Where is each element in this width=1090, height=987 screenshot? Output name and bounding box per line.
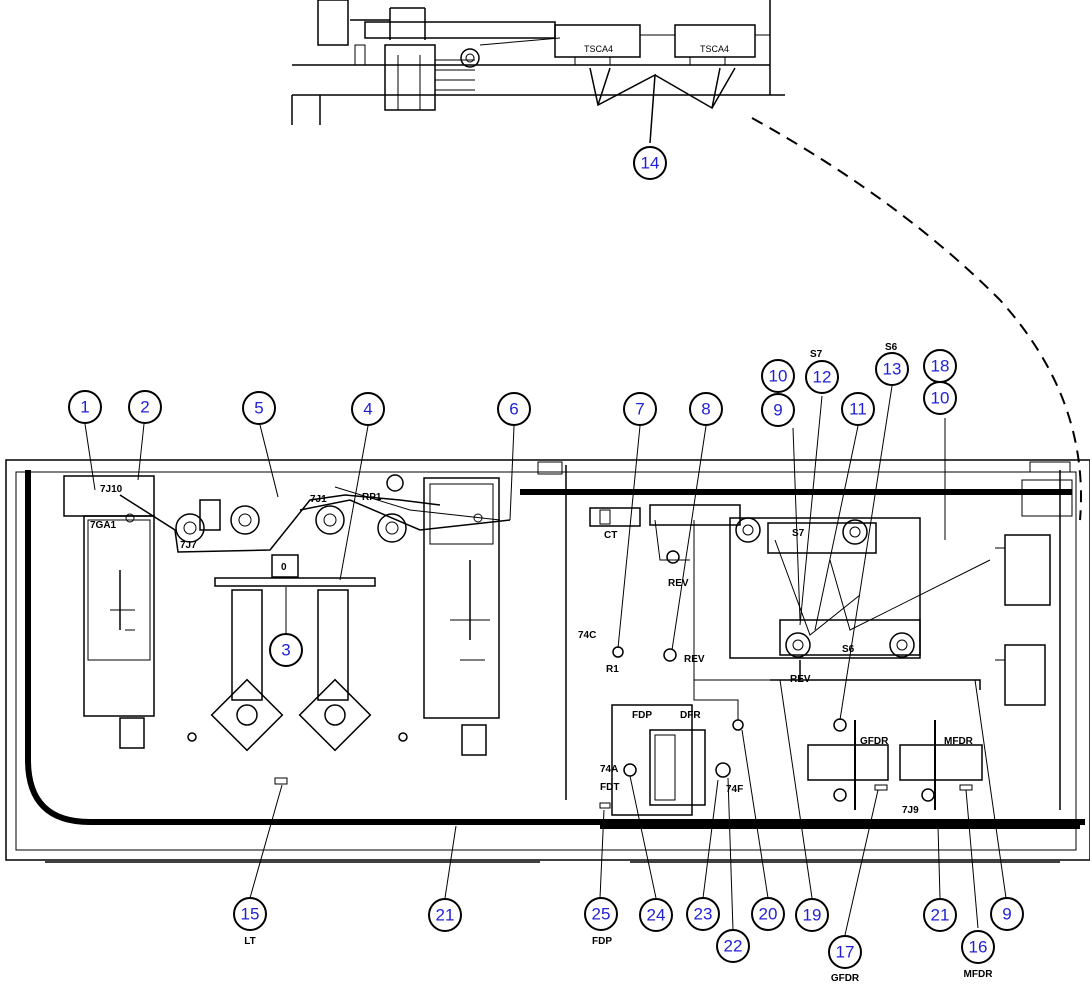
sublabel-lt: LT xyxy=(244,936,255,947)
svg-text:19: 19 xyxy=(803,906,822,925)
callout-13: 13 xyxy=(875,352,909,386)
svg-text:9: 9 xyxy=(1002,905,1011,924)
callout-17: 17 xyxy=(828,935,862,969)
right-components xyxy=(589,504,1051,816)
svg-text:6: 6 xyxy=(509,400,518,419)
label-gfdr: GFDR xyxy=(860,736,889,747)
svg-text:13: 13 xyxy=(883,360,902,379)
main-panel xyxy=(5,459,1090,863)
inset-connector-label-a: TSCA4 xyxy=(584,44,613,54)
callout-10a: 10 xyxy=(761,359,795,393)
sublabel-mfdr: MFDR xyxy=(964,969,994,980)
callout-3: 3 xyxy=(269,633,303,667)
callout-4: 4 xyxy=(351,392,385,426)
label-74a: 74A xyxy=(600,764,618,775)
sublabel-fdp: FDP xyxy=(592,936,612,947)
left-components xyxy=(63,474,511,785)
component-labels: 7J10 7GA1 7J7 7J1 RP1 0 CT 74C R1 REV RE… xyxy=(90,342,974,816)
callout-21b: 21 xyxy=(923,898,957,932)
label-fdt: FDT xyxy=(600,782,619,793)
callout-15: 15 xyxy=(233,897,267,931)
leader-lines xyxy=(84,385,1007,936)
svg-text:12: 12 xyxy=(813,368,832,387)
svg-text:23: 23 xyxy=(694,905,713,924)
svg-text:10: 10 xyxy=(931,389,950,408)
label-rp1: RP1 xyxy=(362,492,382,503)
callout-24: 24 xyxy=(639,898,673,932)
label-s7-top: S7 xyxy=(810,349,823,360)
callout-12: 12 xyxy=(805,360,839,394)
inset-connector-label-b: TSCA4 xyxy=(700,44,729,54)
callout-22: 22 xyxy=(716,929,750,963)
detail-leader-dashed xyxy=(751,117,1082,521)
callout-14: 14 xyxy=(633,146,667,180)
svg-text:21: 21 xyxy=(436,906,455,925)
svg-text:8: 8 xyxy=(701,400,710,419)
inset-detail: TSCA4 TSCA4 xyxy=(291,0,785,144)
svg-text:7: 7 xyxy=(635,400,644,419)
callout-23: 23 xyxy=(686,897,720,931)
label-zero: 0 xyxy=(281,562,287,573)
svg-text:21: 21 xyxy=(931,906,950,925)
label-s6-top: S6 xyxy=(885,342,898,353)
callout-5: 5 xyxy=(242,391,276,425)
svg-text:10: 10 xyxy=(769,367,788,386)
label-7j7: 7J7 xyxy=(180,540,197,551)
label-r1: R1 xyxy=(606,664,619,675)
callouts: 1 2 3 4 5 6 7 8 9 9 10 10 11 12 13 14 15… xyxy=(68,146,1024,969)
svg-text:20: 20 xyxy=(759,905,778,924)
callout-21a: 21 xyxy=(428,898,462,932)
callout-8: 8 xyxy=(689,392,723,426)
svg-text:14: 14 xyxy=(641,154,660,173)
svg-text:17: 17 xyxy=(836,943,855,962)
callout-6: 6 xyxy=(497,392,531,426)
svg-text:16: 16 xyxy=(969,938,988,957)
label-7j10: 7J10 xyxy=(100,484,123,495)
label-74f: 74F xyxy=(726,784,743,795)
svg-text:5: 5 xyxy=(254,399,263,418)
label-rev-a: REV xyxy=(668,578,689,589)
svg-text:3: 3 xyxy=(281,641,290,660)
sublabel-gfdr: GFDR xyxy=(831,973,860,984)
callout-9b: 9 xyxy=(990,897,1024,931)
callout-25: 25 xyxy=(584,897,618,931)
svg-text:1: 1 xyxy=(80,398,89,417)
callout-19: 19 xyxy=(795,898,829,932)
label-7j9: 7J9 xyxy=(902,805,919,816)
svg-text:2: 2 xyxy=(140,398,149,417)
callout-20: 20 xyxy=(751,897,785,931)
callout-7: 7 xyxy=(623,392,657,426)
label-fdp: FDP xyxy=(632,710,652,721)
svg-text:24: 24 xyxy=(647,906,666,925)
callout-11: 11 xyxy=(841,392,875,426)
label-s7: S7 xyxy=(792,528,805,539)
label-74c: 74C xyxy=(578,630,596,641)
label-s6: S6 xyxy=(842,644,855,655)
svg-text:18: 18 xyxy=(931,357,950,376)
label-mfdr: MFDR xyxy=(944,736,974,747)
callout-2: 2 xyxy=(128,390,162,424)
callout-1: 1 xyxy=(68,390,102,424)
label-ct: CT xyxy=(604,530,617,541)
label-7j1: 7J1 xyxy=(310,494,327,505)
callout-18: 18 xyxy=(923,349,957,383)
svg-text:22: 22 xyxy=(724,937,743,956)
callout-10b: 10 xyxy=(923,381,957,415)
label-7ga1: 7GA1 xyxy=(90,520,117,531)
callout-16: 16 xyxy=(961,930,995,964)
svg-text:15: 15 xyxy=(241,905,260,924)
svg-text:11: 11 xyxy=(849,400,867,419)
svg-text:4: 4 xyxy=(363,400,372,419)
label-rev-b: REV xyxy=(684,654,705,665)
label-rev-c: REV xyxy=(790,674,811,685)
svg-text:25: 25 xyxy=(592,905,611,924)
callout-sublabels: LT FDP GFDR MFDR xyxy=(244,936,993,984)
callout-9a: 9 xyxy=(761,393,795,427)
svg-text:9: 9 xyxy=(773,401,782,420)
label-dfr: DFR xyxy=(680,710,701,721)
